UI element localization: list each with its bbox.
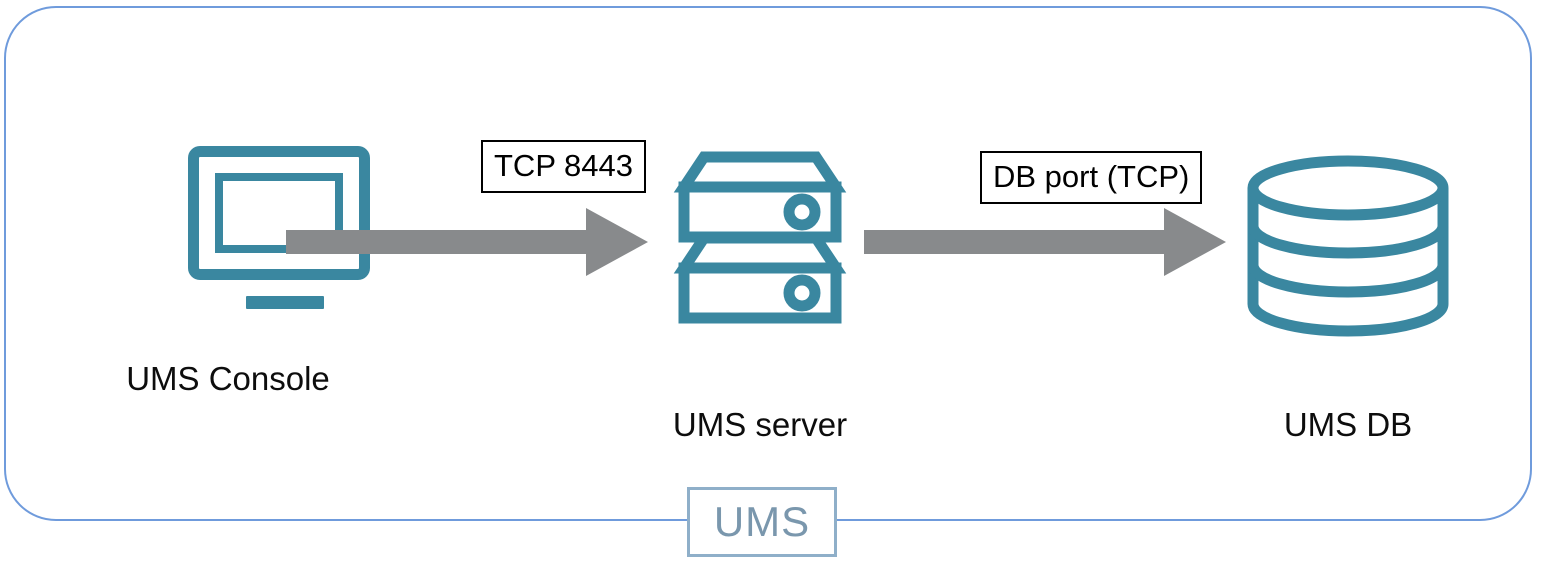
connector-label-db-port: DB port (TCP) (980, 151, 1203, 204)
database-cylinder-icon (1148, 146, 1548, 346)
right-arrow-icon (864, 208, 1226, 276)
connector-console-to-server (286, 204, 650, 285)
node-ums-db[interactable]: UMS DB (1148, 146, 1548, 441)
database-cylinder-icon-svg (1247, 155, 1449, 337)
node-label-ums-console: UMS Console (126, 360, 330, 397)
node-label-ums-server: UMS server (672, 406, 848, 443)
right-arrow-icon (286, 208, 648, 276)
monitor-bezel (188, 146, 370, 280)
boundary-badge-label: UMS (713, 498, 811, 545)
connector-label-tcp-8443: TCP 8443 (481, 140, 647, 193)
server-indicator-lower-icon (783, 274, 821, 312)
node-label-ums-db: UMS DB (1283, 406, 1413, 443)
server-rack-icon-svg (673, 151, 847, 324)
node-ums-console[interactable]: UMS Console (28, 146, 428, 395)
connector-server-to-db (864, 204, 1228, 285)
boundary-badge-ums: UMS (687, 487, 837, 557)
server-indicator-upper-icon (783, 193, 821, 231)
monitor-icon (133, 146, 370, 309)
node-ums-server[interactable]: UMS server (560, 140, 960, 441)
server-rack-icon (560, 140, 960, 330)
monitor-screen (215, 173, 343, 253)
monitor-stand (246, 296, 324, 309)
